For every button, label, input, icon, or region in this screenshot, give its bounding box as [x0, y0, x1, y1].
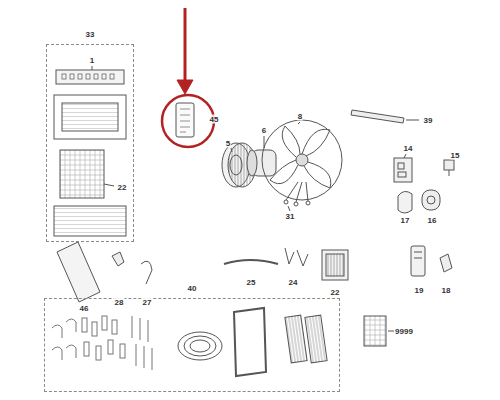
group-number: 40 — [186, 284, 199, 293]
callout-number: 18 — [441, 286, 452, 295]
switch — [444, 160, 454, 170]
callout-number: 22 — [117, 183, 128, 192]
highlight-circle — [162, 95, 214, 147]
callout-number: 27 — [142, 298, 153, 307]
cord-clip — [440, 254, 452, 272]
callout-number: 31 — [285, 212, 296, 221]
wire-leads — [284, 182, 310, 211]
callout-number: 46 — [79, 304, 90, 313]
callout-number: 16 — [427, 216, 438, 225]
air-filter — [60, 150, 104, 198]
control-panel — [56, 70, 124, 84]
callout-number: 15 — [450, 151, 461, 160]
side-curtain — [285, 315, 307, 363]
condenser-fan — [262, 120, 342, 200]
window-bracket — [322, 250, 348, 280]
sensor-clip — [141, 261, 152, 284]
callout-number: 1 — [89, 56, 95, 65]
callout-number: 8 — [297, 112, 303, 121]
control-board — [394, 158, 412, 182]
group-number: 33 — [84, 30, 97, 39]
window-frame-seal — [234, 308, 266, 376]
callout-number: 39 — [423, 116, 434, 125]
thermistor — [112, 252, 124, 266]
seal-strip — [224, 260, 278, 264]
callout-number: 19 — [414, 286, 425, 295]
screws-and-anchors — [52, 316, 152, 370]
drain-rod — [351, 110, 404, 123]
insulation-panel — [57, 242, 100, 302]
callout-number: 45 — [209, 115, 220, 124]
callout-number: 17 — [400, 216, 411, 225]
callout-number: 6 — [261, 126, 267, 135]
callout-number: 14 — [403, 144, 414, 153]
drain-fittings — [285, 248, 308, 266]
remote-control — [176, 103, 194, 137]
callout-number: 9999 — [394, 327, 414, 336]
capacitor-bracket — [398, 191, 412, 213]
capacitor — [422, 190, 440, 210]
foam-seal-roll — [178, 332, 222, 360]
group-box: 33 — [46, 44, 134, 242]
callout-number: 25 — [246, 278, 257, 287]
power-cord-plug — [411, 246, 425, 276]
callout-number: 22 — [330, 288, 341, 297]
front-frame — [54, 95, 126, 139]
front-grille — [54, 206, 126, 236]
callout-number: 28 — [114, 298, 125, 307]
callout-number: 5 — [225, 139, 231, 148]
callout-number: 24 — [288, 278, 299, 287]
manual — [364, 316, 386, 346]
